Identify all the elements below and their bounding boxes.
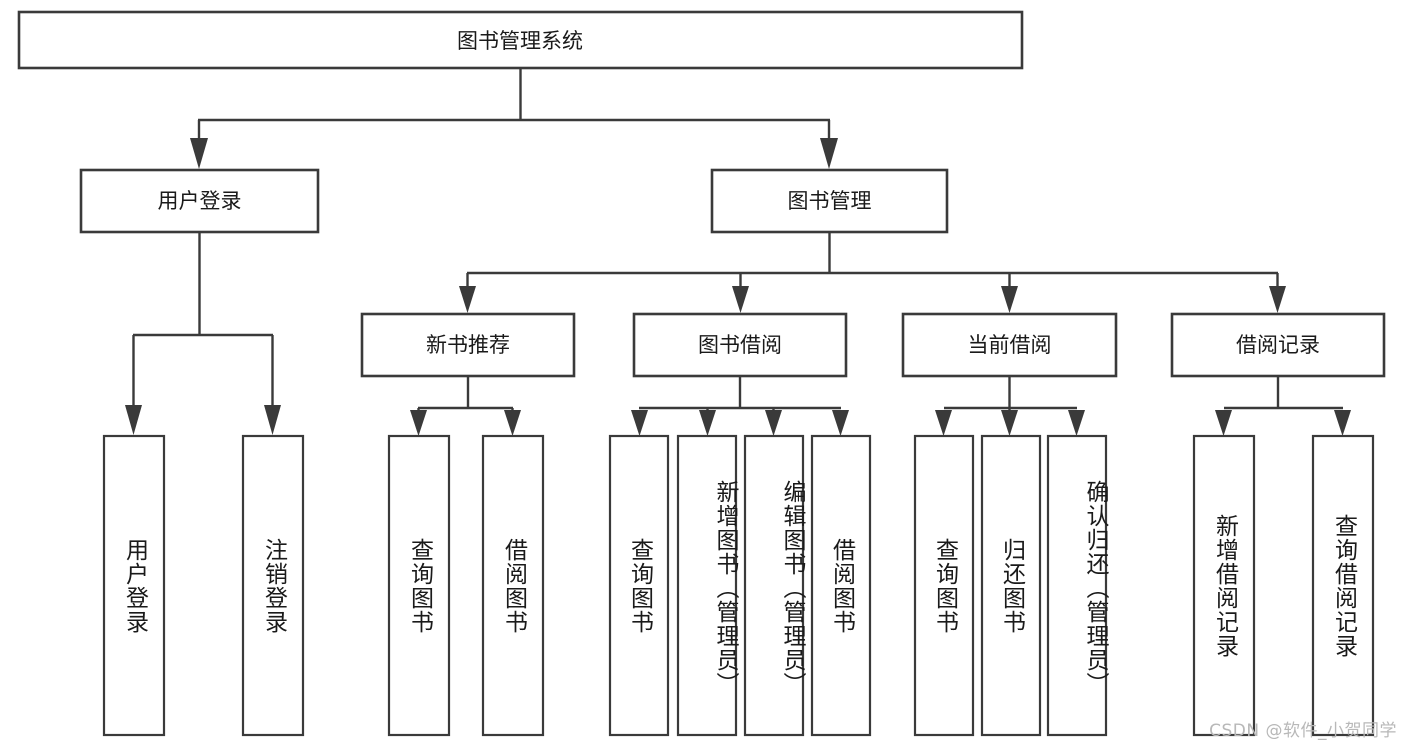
arrow-to-new-book-recommend bbox=[459, 286, 476, 313]
leaf-box-br-query-record[interactable] bbox=[1311, 434, 1375, 737]
leaf-box-nbr-borrow-book[interactable] bbox=[481, 434, 545, 737]
leaf-box-bb-add-book[interactable] bbox=[676, 434, 738, 737]
leaf-box-bb-edit-book[interactable] bbox=[743, 434, 805, 737]
leaf-box-cb-query-book[interactable] bbox=[913, 434, 975, 737]
node-borrow-record-label: 借阅记录 bbox=[1236, 333, 1320, 357]
arrow-to-leaf-user-login bbox=[125, 405, 142, 435]
connector-book-manage-to-level2 bbox=[459, 232, 1286, 313]
arrow-to-leaf-cb-3 bbox=[1068, 410, 1085, 436]
node-book-manage-label: 图书管理 bbox=[788, 189, 872, 213]
connector-current-borrow-to-leaves bbox=[935, 376, 1085, 436]
arrow-to-current-borrow bbox=[1001, 286, 1018, 313]
node-book-manage-box[interactable] bbox=[710, 168, 949, 234]
connector-borrow-record-to-leaves bbox=[1215, 376, 1351, 436]
node-new-book-recommend-box[interactable] bbox=[360, 312, 576, 378]
arrow-to-book-borrow bbox=[732, 286, 749, 313]
connector-book-borrow-to-leaves bbox=[631, 376, 849, 436]
node-root-box[interactable] bbox=[17, 10, 1024, 70]
arrow-to-leaf-bb-1 bbox=[631, 410, 648, 436]
arrow-to-leaf-cb-1 bbox=[935, 410, 952, 436]
arrow-to-leaf-bb-3 bbox=[765, 410, 782, 436]
arrow-to-leaf-br-2 bbox=[1334, 410, 1351, 436]
node-user-login-label: 用户登录 bbox=[158, 189, 242, 213]
leaf-box-bb-query-book[interactable] bbox=[608, 434, 670, 737]
node-user-login[interactable]: 用户登录 bbox=[79, 168, 320, 234]
node-book-borrow[interactable]: 图书借阅 bbox=[632, 312, 848, 378]
node-new-book-recommend-label: 新书推荐 bbox=[426, 333, 510, 357]
arrow-to-leaf-nbr-2 bbox=[504, 410, 521, 436]
node-borrow-record-box[interactable] bbox=[1170, 312, 1386, 378]
csdn-watermark: CSDN @软件_小贺同学 bbox=[1209, 721, 1397, 741]
node-current-borrow[interactable]: 当前借阅 bbox=[901, 312, 1118, 378]
leaf-box-br-add-record[interactable] bbox=[1192, 434, 1256, 737]
leaf-box-cb-confirm-return[interactable] bbox=[1046, 434, 1108, 737]
arrow-to-leaf-bb-4 bbox=[832, 410, 849, 436]
node-current-borrow-label: 当前借阅 bbox=[968, 333, 1052, 357]
arrow-to-borrow-record bbox=[1269, 286, 1286, 313]
node-new-book-recommend[interactable]: 新书推荐 bbox=[360, 312, 576, 378]
connector-new-book-recommend-to-leaves bbox=[410, 376, 521, 436]
arrow-to-user-login bbox=[190, 138, 208, 169]
node-current-borrow-box[interactable] bbox=[901, 312, 1118, 378]
node-book-borrow-box[interactable] bbox=[632, 312, 848, 378]
arrow-to-leaf-cb-2 bbox=[1001, 410, 1018, 436]
arrow-to-leaf-br-1 bbox=[1215, 410, 1232, 436]
node-book-borrow-label: 图书借阅 bbox=[698, 333, 782, 357]
connector-root-to-level1 bbox=[190, 68, 838, 169]
arrow-to-leaf-bb-2 bbox=[699, 410, 716, 436]
node-borrow-record[interactable]: 借阅记录 bbox=[1170, 312, 1386, 378]
leaf-box-nbr-query-book[interactable] bbox=[387, 434, 451, 737]
leaf-box-bb-borrow-book[interactable] bbox=[810, 434, 872, 737]
leaf-box-cb-return-book[interactable] bbox=[980, 434, 1042, 737]
connector-user-login-to-leaves bbox=[125, 232, 281, 435]
node-root-label: 图书管理系统 bbox=[457, 29, 583, 53]
arrow-to-leaf-nbr-1 bbox=[410, 410, 427, 436]
node-book-manage[interactable]: 图书管理 bbox=[710, 168, 949, 234]
leaf-box-logout[interactable] bbox=[241, 434, 305, 737]
arrow-to-leaf-logout bbox=[264, 405, 281, 435]
node-root[interactable]: 图书管理系统 bbox=[17, 10, 1024, 70]
arrow-to-book-manage bbox=[820, 138, 838, 169]
leaf-box-user-login[interactable] bbox=[102, 434, 166, 737]
